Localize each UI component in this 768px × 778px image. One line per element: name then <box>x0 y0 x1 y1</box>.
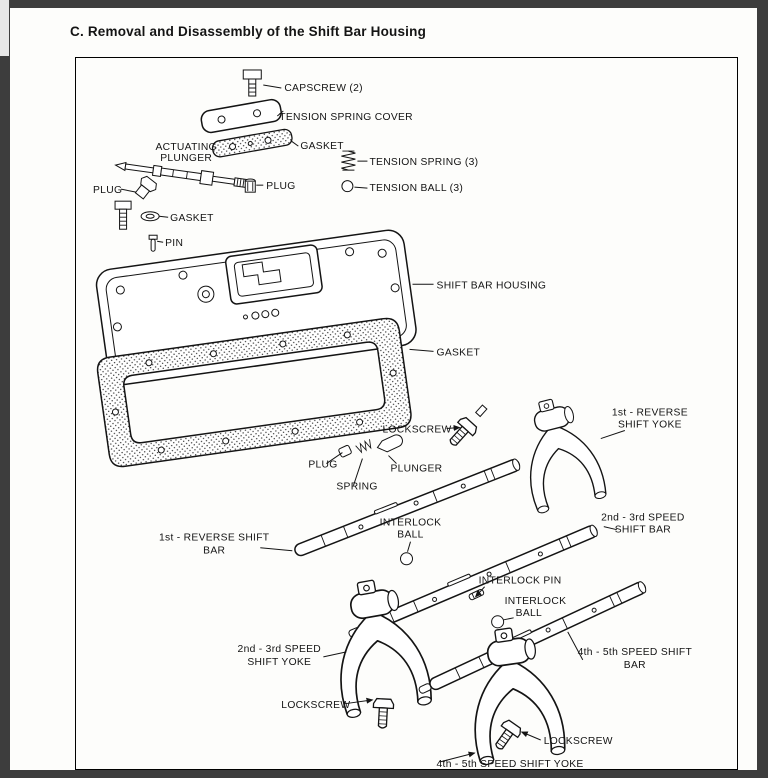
part-lockscrew-mid <box>371 697 395 730</box>
leader-gasket-top <box>291 140 299 147</box>
left-scrollbar-track[interactable] <box>0 0 9 778</box>
part-spring-lower <box>355 439 372 454</box>
leader-gasket-small <box>159 215 169 218</box>
leader-pin <box>157 240 164 243</box>
label-yoke-2nd3rd-1: 2nd - 3rd SPEED <box>238 644 322 655</box>
label-bar-2nd3rd-1: 2nd - 3rd SPEED <box>601 513 684 524</box>
part-tension-spring-cover <box>200 98 282 134</box>
label-interlock-ball-b-2: BALL <box>516 608 542 619</box>
leader-yoke-1st <box>600 430 625 440</box>
leader-yoke-4th5th <box>439 751 476 763</box>
label-gasket-large: GASKET <box>437 347 481 358</box>
label-plug-left: PLUG <box>93 185 122 196</box>
label-tension-ball: TENSION BALL (3) <box>369 183 463 194</box>
document-page: C. Removal and Disassembly of the Shift … <box>10 8 757 770</box>
label-bar-4th5th-1: 4th - 5th SPEED SHIFT <box>578 647 693 658</box>
part-lockscrew-bottom <box>489 717 524 755</box>
part-tension-ball <box>341 180 354 193</box>
label-bar-2nd3rd-2: SHIFT BAR <box>615 525 671 536</box>
part-yoke-1st-reverse <box>510 390 609 515</box>
label-lockscrew-bottom: LOCKSCREW <box>544 736 613 747</box>
label-interlock-pin: INTERLOCK PIN <box>479 576 562 587</box>
label-actuating-plunger-1: ACTUATING <box>155 142 216 153</box>
leader-lockscrew-bottom <box>520 731 541 741</box>
leader-lockscrew-top <box>446 424 461 431</box>
label-shift-bar-housing: SHIFT BAR HOUSING <box>437 280 547 291</box>
leader-yoke-2nd3rd <box>323 651 347 658</box>
leader-interlock-pin <box>474 586 485 598</box>
labels: CAPSCREW (2) TENSION SPRING COVER GASKET… <box>93 83 692 769</box>
leader-cover <box>276 110 284 117</box>
part-gasket-top <box>211 128 293 158</box>
figure-frame: CAPSCREW (2) TENSION SPRING COVER GASKET… <box>75 57 738 770</box>
leader-bar-1st <box>260 547 293 552</box>
part-shift-bar-4th-5th <box>418 581 647 694</box>
label-tension-spring-cover: TENSION SPRING COVER <box>279 112 413 123</box>
part-plug-left <box>134 175 157 200</box>
label-gasket-small: GASKET <box>170 213 214 224</box>
label-yoke-4th5th: 4th - 5th SPEED SHIFT YOKE <box>437 759 584 769</box>
part-plunger-lower <box>376 434 403 453</box>
leader-plug-lower <box>326 452 343 464</box>
leader-gasket-large <box>409 348 434 352</box>
label-lockscrew-mid: LOCKSCREW <box>281 700 350 711</box>
leader-spring-lower <box>352 458 363 486</box>
part-yoke-2nd-3rd <box>322 572 435 720</box>
part-interlock-ball-b <box>491 615 505 629</box>
label-interlock-ball-a-1: INTERLOCK <box>380 518 442 529</box>
label-bar-4th5th-2: BAR <box>624 660 646 671</box>
part-capscrew <box>242 69 262 97</box>
leader-capscrew <box>263 84 282 89</box>
part-shift-bar-1st-reverse <box>294 458 521 557</box>
part-tension-spring <box>341 150 356 171</box>
label-bar-1st-1: 1st - REVERSE SHIFT <box>159 533 270 544</box>
label-capscrew: CAPSCREW (2) <box>284 83 363 94</box>
leader-bar-2nd3rd <box>603 526 617 531</box>
label-plug-center: PLUG <box>266 181 295 192</box>
left-scrollbar-thumb[interactable] <box>0 0 9 56</box>
section-heading: C. Removal and Disassembly of the Shift … <box>70 24 427 39</box>
label-yoke-1st-1: 1st - REVERSE <box>612 408 688 419</box>
part-interlock-pin <box>468 589 485 601</box>
leader-lines <box>120 84 625 763</box>
leader-plunger-lower <box>388 455 397 464</box>
label-plunger-lower: PLUNGER <box>390 464 442 475</box>
label-spring-lower: SPRING <box>336 482 377 493</box>
label-gasket-top: GASKET <box>300 141 344 152</box>
part-sleeve-top <box>474 404 488 418</box>
part-plug-lower <box>338 444 352 458</box>
leader-bar-4th5th <box>567 631 584 661</box>
part-interlock-ball-a <box>399 552 414 566</box>
label-tension-spring: TENSION SPRING (3) <box>369 157 478 168</box>
label-actuating-plunger-2: PLUNGER <box>160 153 212 164</box>
leader-lockscrew-mid <box>343 697 374 705</box>
leader-interlock-ball-b <box>503 617 514 621</box>
leader-interlock-ball-a <box>407 541 411 552</box>
label-lockscrew-top: LOCKSCREW <box>382 425 451 436</box>
part-gasket-small <box>140 211 160 222</box>
part-actuating-plunger <box>114 161 248 189</box>
leader-tension-ball <box>354 186 368 189</box>
label-interlock-ball-b-1: INTERLOCK <box>505 596 567 607</box>
part-gasket-large <box>96 317 412 468</box>
label-pin: PIN <box>165 238 183 249</box>
part-left-plug-bolt <box>114 200 132 230</box>
label-interlock-ball-a-2: BALL <box>397 530 423 541</box>
label-yoke-1st-2: SHIFT YOKE <box>618 420 682 431</box>
label-yoke-2nd3rd-2: SHIFT YOKE <box>247 657 311 668</box>
label-bar-1st-2: BAR <box>203 546 225 557</box>
exploded-diagram: CAPSCREW (2) TENSION SPRING COVER GASKET… <box>93 69 692 769</box>
leader-plug-left <box>120 188 137 193</box>
label-plug-lower: PLUG <box>308 460 337 471</box>
part-plug-center <box>244 178 256 193</box>
part-pin <box>148 234 158 252</box>
